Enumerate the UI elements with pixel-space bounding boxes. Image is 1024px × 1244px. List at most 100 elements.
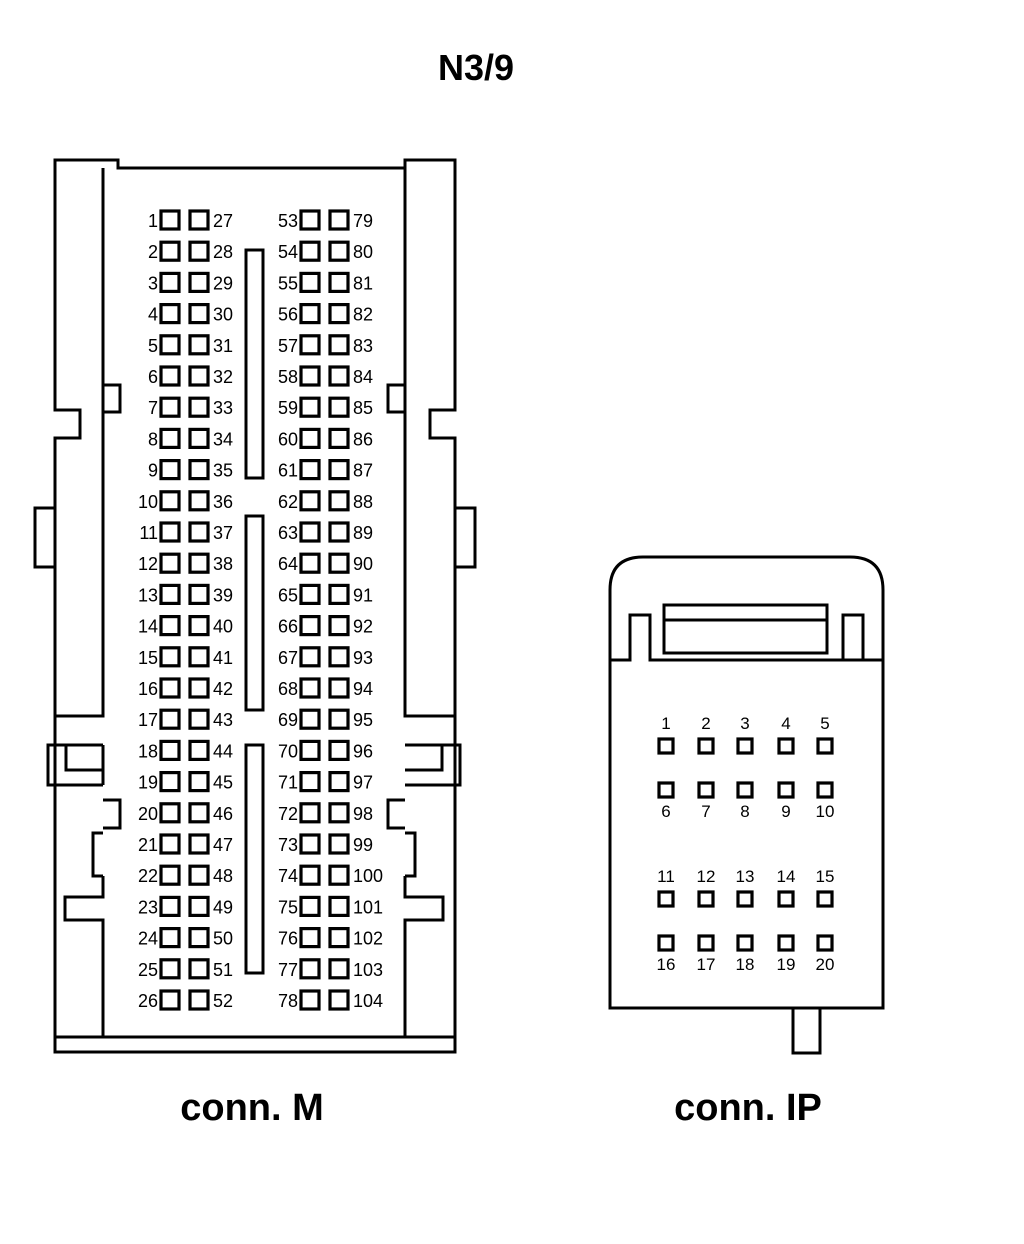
pin-box bbox=[299, 770, 321, 793]
connector-ip-caption: conn. IP bbox=[674, 1087, 822, 1129]
pin-number-label: 86 bbox=[353, 429, 373, 449]
pin-number-label: 61 bbox=[278, 461, 298, 481]
pin-box bbox=[328, 833, 350, 855]
pin-number-label: 37 bbox=[213, 523, 233, 543]
pin-box bbox=[188, 614, 210, 637]
pin-number-label: 41 bbox=[213, 648, 233, 668]
pin-number-label: 99 bbox=[353, 835, 373, 855]
pin-number-label: 67 bbox=[278, 648, 298, 668]
pin-box bbox=[328, 365, 350, 387]
pin-box bbox=[328, 209, 350, 231]
pin-number-label: 52 bbox=[213, 991, 233, 1011]
pin-box bbox=[188, 895, 210, 918]
pin-number-label: 56 bbox=[278, 305, 298, 325]
pin-box bbox=[328, 958, 350, 980]
pin-number-label: 29 bbox=[213, 273, 233, 293]
pin-number-label: 80 bbox=[353, 242, 373, 262]
pin-box bbox=[159, 989, 181, 1011]
pin-box bbox=[299, 802, 321, 824]
pin-box bbox=[188, 365, 210, 387]
pin-box bbox=[299, 614, 321, 637]
pin-box bbox=[299, 334, 321, 356]
pin-box bbox=[328, 552, 350, 574]
ip-pin-box bbox=[657, 934, 675, 952]
pin-box bbox=[159, 833, 181, 855]
pin-number-label: 78 bbox=[278, 991, 298, 1011]
ip-pin-number-label: 1 bbox=[661, 714, 670, 733]
pin-number-label: 8 bbox=[148, 429, 158, 449]
pin-number-label: 70 bbox=[278, 741, 298, 761]
pin-box bbox=[328, 770, 350, 793]
pin-box bbox=[299, 490, 321, 512]
pin-number-label: 103 bbox=[353, 960, 383, 980]
pin-number-label: 50 bbox=[213, 929, 233, 949]
ip-pin-number-label: 2 bbox=[701, 714, 710, 733]
pin-number-label: 58 bbox=[278, 367, 298, 387]
pin-box bbox=[299, 583, 321, 606]
pin-box bbox=[299, 271, 321, 293]
pin-box bbox=[299, 864, 321, 886]
pin-box bbox=[328, 240, 350, 262]
pin-box bbox=[299, 396, 321, 418]
pin-box bbox=[299, 833, 321, 855]
pin-box bbox=[328, 926, 350, 949]
pin-number-label: 4 bbox=[148, 305, 158, 325]
ip-pin-number-label: 8 bbox=[740, 802, 749, 821]
pin-number-label: 79 bbox=[353, 211, 373, 231]
ip-pin-box bbox=[816, 890, 834, 908]
pin-number-label: 64 bbox=[278, 554, 298, 574]
pin-number-label: 82 bbox=[353, 305, 373, 325]
pin-number-label: 38 bbox=[213, 554, 233, 574]
connector-m-inner-body bbox=[55, 168, 455, 1039]
pin-number-label: 54 bbox=[278, 242, 298, 262]
pin-number-label: 71 bbox=[278, 773, 298, 793]
pin-box bbox=[188, 833, 210, 855]
ip-pin-number-label: 20 bbox=[816, 955, 835, 974]
pin-number-label: 40 bbox=[213, 617, 233, 637]
pin-number-label: 22 bbox=[138, 866, 158, 886]
pin-box bbox=[159, 677, 181, 699]
pin-box bbox=[299, 895, 321, 918]
pin-number-label: 23 bbox=[138, 897, 158, 917]
pin-box bbox=[188, 802, 210, 824]
pin-number-label: 51 bbox=[213, 960, 233, 980]
pin-box bbox=[159, 614, 181, 637]
pin-box bbox=[188, 646, 210, 668]
pin-number-label: 59 bbox=[278, 398, 298, 418]
connector-ip-housing-outline bbox=[608, 555, 885, 1010]
pin-number-label: 53 bbox=[278, 211, 298, 231]
pin-box bbox=[328, 396, 350, 418]
pin-number-label: 46 bbox=[213, 804, 233, 824]
pin-number-label: 83 bbox=[353, 336, 373, 356]
connector-m-center-rib bbox=[244, 743, 265, 975]
ip-pin-box bbox=[657, 890, 675, 908]
pin-box bbox=[188, 552, 210, 574]
connector-m-right-latch bbox=[386, 383, 477, 878]
ip-pin-box bbox=[657, 737, 675, 755]
ip-pin-number-label: 11 bbox=[657, 867, 675, 886]
pin-box bbox=[299, 459, 321, 481]
pin-box bbox=[159, 240, 181, 262]
pin-number-label: 15 bbox=[138, 648, 158, 668]
pin-box bbox=[159, 521, 181, 543]
pin-box bbox=[159, 209, 181, 231]
pin-number-label: 14 bbox=[138, 617, 158, 637]
pin-number-label: 24 bbox=[138, 929, 158, 949]
pin-box bbox=[159, 490, 181, 512]
pin-number-label: 57 bbox=[278, 336, 298, 356]
ip-pin-box bbox=[657, 781, 675, 799]
ip-pin-number-label: 10 bbox=[816, 802, 835, 821]
ip-pin-number-label: 9 bbox=[781, 802, 790, 821]
pin-box bbox=[328, 677, 350, 699]
pin-box bbox=[328, 334, 350, 356]
pin-number-label: 89 bbox=[353, 523, 373, 543]
pin-box bbox=[159, 864, 181, 886]
pin-box bbox=[159, 271, 181, 293]
connector-m-center-rib bbox=[244, 514, 265, 712]
pin-number-label: 88 bbox=[353, 492, 373, 512]
pin-number-label: 6 bbox=[148, 367, 158, 387]
pin-number-label: 21 bbox=[138, 835, 158, 855]
pin-number-label: 77 bbox=[278, 960, 298, 980]
